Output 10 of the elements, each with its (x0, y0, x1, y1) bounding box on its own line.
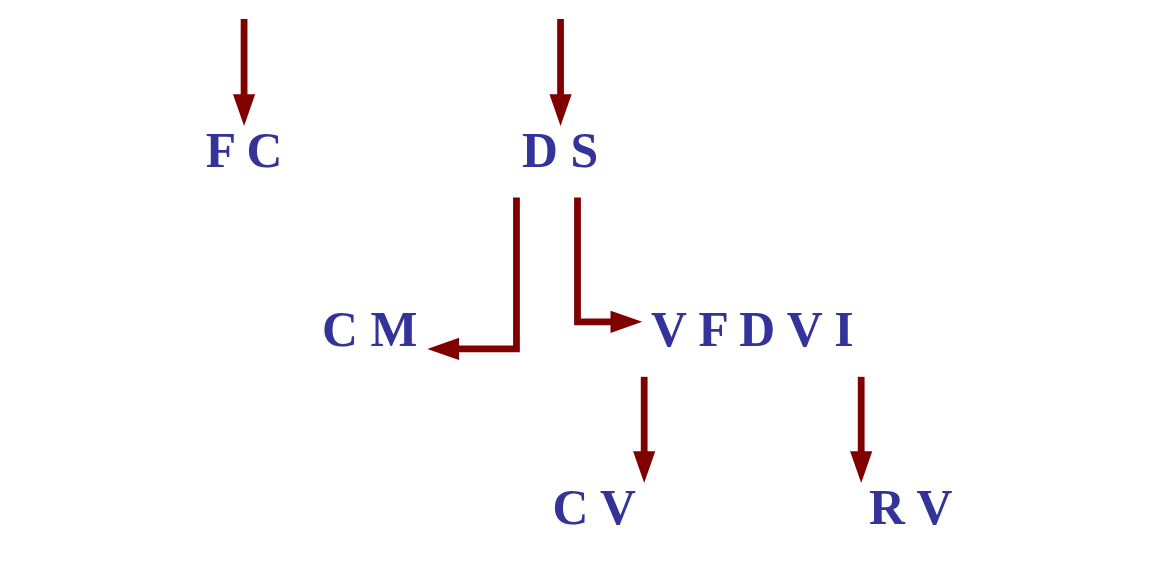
node-text: F C (205, 123, 283, 179)
arrow (574, 197, 643, 333)
arrow (427, 197, 520, 361)
arrow (850, 376, 873, 484)
node-text: D S (522, 123, 599, 179)
node-text: R V (869, 480, 953, 536)
arrow (633, 376, 656, 484)
node-text: C M (322, 301, 418, 357)
node-text: C V (552, 480, 636, 536)
node-text: V F D V I (650, 301, 854, 357)
